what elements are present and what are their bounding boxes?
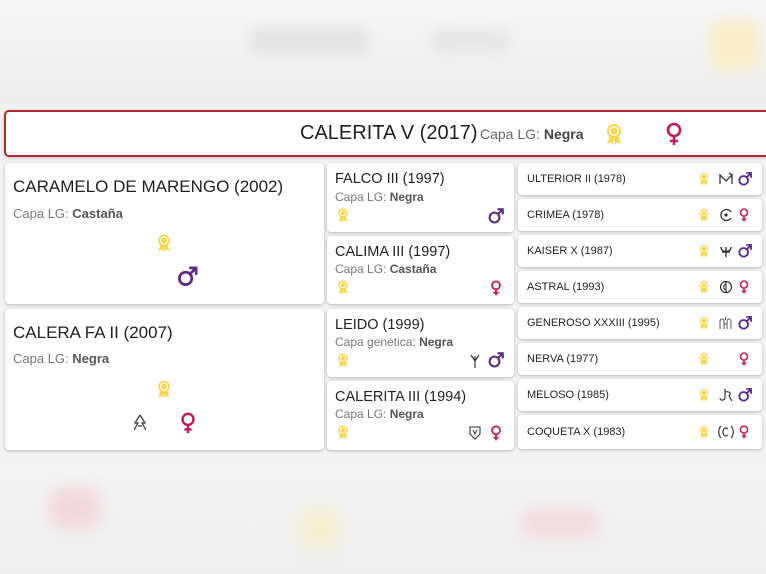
award-ribbon-icon: [697, 425, 711, 439]
horse-name: CALERITA III (1994): [335, 389, 467, 405]
blurred-page-footer: [0, 468, 766, 574]
female-symbol-icon: [488, 279, 504, 297]
grandparent-card[interactable]: CALIMA III (1997) Capa LG: Castaña: [327, 236, 514, 304]
horse-name: MELOSO (1985): [527, 389, 609, 401]
horse-name: CALIMA III (1997): [335, 244, 451, 260]
horse-name: CALERA FA II (2007): [13, 323, 173, 342]
brand-mark-icon: [720, 246, 732, 257]
horse-coat: Capa LG: Castaña: [13, 206, 123, 221]
horse-coat: Capa LG: Negra: [335, 190, 424, 204]
brand-mark-icon: [133, 414, 147, 431]
great-grandparent-card[interactable]: KAISER X (1987): [518, 235, 762, 267]
award-ribbon-icon: [697, 280, 711, 294]
horse-coat: Capa genética: Negra: [335, 335, 454, 349]
brand-mark-icon: [719, 280, 733, 294]
award-ribbon-icon: [697, 388, 711, 402]
horse-coat: Capa LG: Negra: [335, 407, 424, 421]
great-grandparent-card[interactable]: CRIMEA (1978): [518, 199, 762, 231]
great-grandparent-card[interactable]: ULTERIOR II (1978): [518, 163, 762, 195]
award-ribbon-icon: [697, 352, 711, 366]
horse-name: CARAMELO DE MARENGO (2002): [13, 177, 284, 196]
male-symbol-icon: [487, 351, 505, 369]
horse-name: COQUETA X (1983): [527, 426, 626, 438]
brand-mark-icon: [718, 425, 734, 439]
award-ribbon-icon: [335, 279, 351, 295]
male-symbol-icon: [737, 387, 753, 403]
horse-name: LEIDO (1999): [335, 317, 425, 333]
brand-mark-icon: [719, 172, 733, 184]
male-symbol-icon: [487, 207, 505, 225]
award-ribbon-icon: [335, 424, 351, 440]
grandparent-card[interactable]: LEIDO (1999) Capa genética: Negra: [327, 309, 514, 377]
female-symbol-icon: [177, 411, 199, 435]
award-ribbon-icon: [335, 207, 351, 223]
great-grandparent-card[interactable]: ASTRAL (1993): [518, 271, 762, 303]
male-symbol-icon: [737, 315, 753, 331]
award-ribbon-icon: [335, 352, 351, 368]
great-grandparent-card[interactable]: COQUETA X (1983): [518, 415, 762, 449]
horse-name: CRIMEA (1978): [527, 209, 605, 221]
male-symbol-icon: [737, 243, 753, 259]
horse-name: FALCO III (1997): [335, 171, 445, 187]
subject-header[interactable]: CALERITA V (2017) Capa LG: Negra: [4, 110, 766, 157]
award-ribbon-icon: [697, 208, 711, 222]
award-ribbon-icon: [602, 122, 626, 146]
award-ribbon-icon: [697, 172, 711, 186]
female-symbol-icon: [737, 351, 751, 367]
great-grandparent-card[interactable]: GENEROSO XXXIII (1995): [518, 307, 762, 339]
brand-mark-icon: [719, 389, 733, 402]
award-ribbon-icon: [154, 233, 174, 253]
award-ribbon-icon: [697, 316, 711, 330]
grandparent-card[interactable]: FALCO III (1997) Capa LG: Negra: [327, 163, 514, 232]
brand-mark-icon: [719, 317, 732, 329]
female-symbol-icon: [737, 424, 751, 440]
horse-name: GENEROSO XXXIII (1995): [527, 317, 660, 329]
award-ribbon-icon: [154, 379, 174, 399]
horse-name: ASTRAL (1993): [527, 281, 605, 293]
great-grandparent-card[interactable]: MELOSO (1985): [518, 379, 762, 411]
female-symbol-icon: [662, 121, 686, 147]
subject-name: CALERITA V (2017): [300, 122, 478, 144]
brand-mark-icon: [720, 208, 732, 222]
horse-coat: Capa LG: Castaña: [335, 262, 437, 276]
female-symbol-icon: [488, 424, 504, 442]
blurred-page-header: [0, 0, 766, 104]
female-symbol-icon: [737, 207, 751, 223]
horse-coat: Capa LG: Negra: [13, 351, 110, 366]
parent-card-dam[interactable]: CALERA FA II (2007) Capa LG: Negra: [5, 309, 324, 450]
horse-name: ULTERIOR II (1978): [527, 173, 626, 185]
parent-card-sire[interactable]: CARAMELO DE MARENGO (2002) Capa LG: Cast…: [5, 163, 324, 304]
male-symbol-icon: [176, 265, 199, 288]
brand-mark-icon: [470, 354, 480, 368]
great-grandparent-card[interactable]: NERVA (1977): [518, 343, 762, 375]
horse-name: KAISER X (1987): [527, 245, 613, 257]
female-symbol-icon: [737, 279, 751, 295]
horse-name: NERVA (1977): [527, 353, 599, 365]
award-ribbon-icon: [697, 244, 711, 258]
grandparent-card[interactable]: CALERITA III (1994) Capa LG: Negra: [327, 381, 514, 450]
male-symbol-icon: [737, 171, 753, 187]
brand-mark-icon: [469, 426, 481, 440]
subject-coat: Capa LG: Negra: [480, 126, 584, 142]
